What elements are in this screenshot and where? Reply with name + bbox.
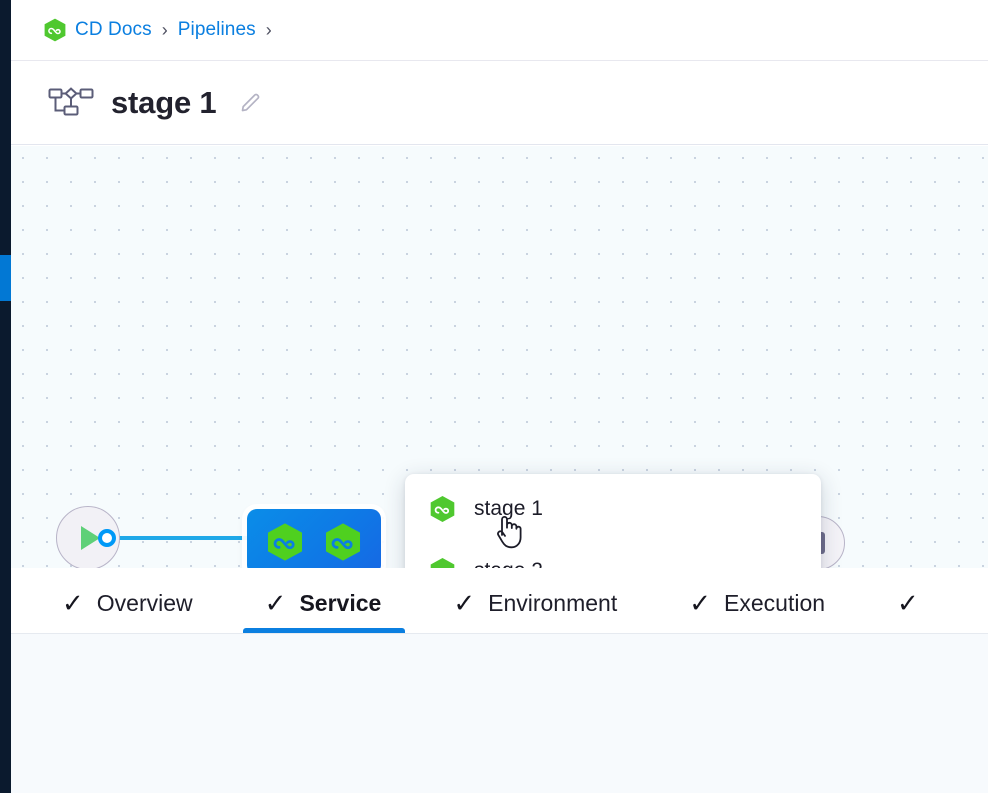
- popup-item-label: stage 1: [474, 497, 543, 520]
- pencil-icon[interactable]: [237, 90, 263, 116]
- breadcrumb-separator-trailing-icon: ›: [265, 19, 272, 40]
- stage-group-node[interactable]: [247, 509, 381, 568]
- stage-config-tabs: ✓ Overview ✓ Service ✓ Environment ✓ Exe…: [11, 568, 988, 634]
- connector-line: [111, 536, 251, 540]
- play-icon: [81, 526, 100, 550]
- tab-label: Service: [299, 589, 382, 616]
- breadcrumb-item-cd-docs[interactable]: CD Docs: [75, 19, 152, 40]
- tab-label: Environment: [488, 589, 618, 616]
- tab-label: Execution: [724, 589, 826, 616]
- harness-hex-icon: [44, 18, 66, 42]
- tab-advanced[interactable]: ✓: [875, 573, 956, 633]
- breadcrumb: CD Docs › Pipelines ›: [11, 0, 988, 61]
- check-icon: ✓: [264, 588, 287, 618]
- harness-hex-icon: [430, 557, 455, 568]
- harness-hex-icon: [267, 522, 303, 562]
- breadcrumb-item-pipelines[interactable]: Pipelines: [177, 19, 256, 40]
- left-nav-active-indicator: [0, 255, 11, 301]
- tab-execution[interactable]: ✓ Execution: [667, 573, 849, 633]
- left-nav-rail: [0, 0, 11, 793]
- check-icon: ✓: [689, 588, 712, 618]
- popup-item-stage-1[interactable]: stage 1: [405, 478, 821, 540]
- popup-item-stage-2[interactable]: stage 2: [405, 540, 821, 568]
- popup-item-label: stage 2: [474, 559, 543, 568]
- harness-hex-icon: [325, 522, 361, 562]
- pipeline-stage-icon: [48, 86, 94, 120]
- tab-service[interactable]: ✓ Service: [242, 573, 406, 633]
- harness-hex-icon: [430, 495, 455, 523]
- stage-selector-popup: stage 1 stage 2: [405, 474, 821, 568]
- service-config-panel: Select Service Kubernetes: [11, 634, 988, 793]
- page-header: stage 1: [11, 61, 988, 145]
- tab-environment[interactable]: ✓ Environment: [431, 573, 641, 633]
- tab-overview[interactable]: ✓ Overview: [40, 573, 217, 633]
- start-connector-dot[interactable]: [98, 529, 116, 547]
- tab-label: Overview: [96, 589, 193, 616]
- breadcrumb-separator-icon: ›: [161, 19, 168, 40]
- page-title: stage 1: [111, 84, 217, 120]
- check-icon: ✓: [62, 588, 84, 618]
- check-icon: ✓: [453, 588, 476, 618]
- pipeline-canvas[interactable]: stage 1 + 1 more stages Add Stage stage …: [11, 146, 988, 568]
- check-icon: ✓: [897, 588, 919, 618]
